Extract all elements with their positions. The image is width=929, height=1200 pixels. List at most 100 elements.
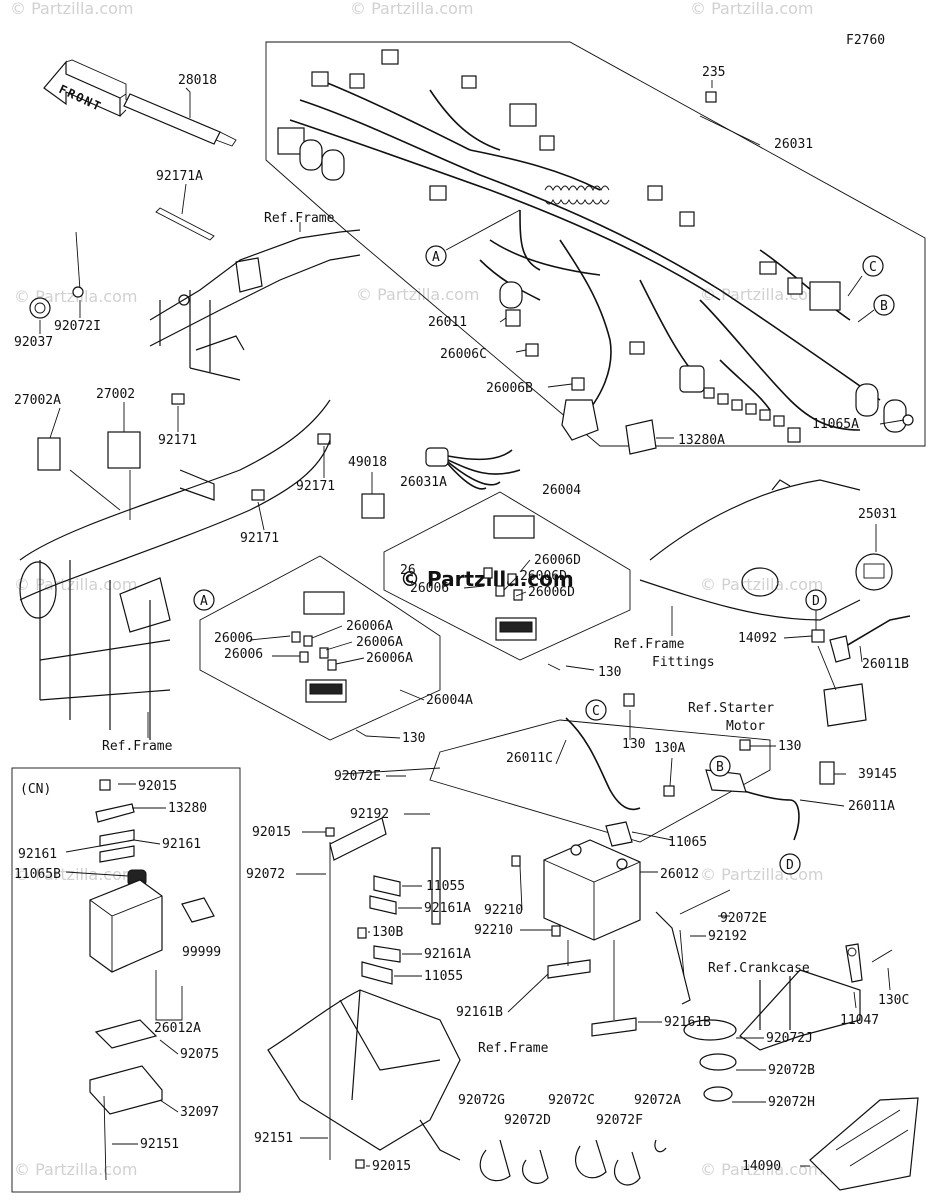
clamp-92072f bbox=[613, 1151, 641, 1186]
part-number: 92072E bbox=[720, 911, 767, 926]
tube-28018 bbox=[123, 93, 221, 145]
terminal-11065a bbox=[902, 414, 914, 426]
watermark: © Partzilla.com bbox=[700, 1160, 823, 1179]
gauge-25031 bbox=[855, 524, 893, 591]
connector bbox=[311, 71, 329, 87]
clip-92171 bbox=[317, 433, 331, 445]
part-number: 92161A bbox=[424, 947, 471, 962]
cn-label: (CN) bbox=[20, 782, 51, 797]
bolt-130 bbox=[623, 693, 635, 707]
clip-92171 bbox=[251, 489, 265, 501]
crankcase-drawing bbox=[739, 943, 893, 1051]
svg-text:A: A bbox=[432, 250, 440, 265]
svg-text:C: C bbox=[592, 704, 600, 719]
strap-92171a bbox=[155, 207, 215, 241]
part-number: 92192 bbox=[350, 807, 389, 822]
svg-text:B: B bbox=[880, 299, 888, 314]
bolt-235 bbox=[705, 91, 717, 103]
frame-fittings-drawing bbox=[639, 479, 861, 636]
callout-d: D bbox=[779, 853, 801, 875]
part-number: 92015 bbox=[252, 825, 291, 840]
battery-26012a bbox=[89, 879, 163, 973]
fuse-26006b bbox=[571, 377, 585, 391]
pad-92161a bbox=[369, 895, 397, 915]
pad-92161 bbox=[99, 829, 135, 847]
connector-row bbox=[703, 387, 801, 443]
part-number: 26006C bbox=[440, 347, 487, 362]
part-number: 92161B bbox=[664, 1015, 711, 1030]
fuse-box-cover bbox=[493, 515, 535, 539]
callout-d: D bbox=[805, 589, 827, 611]
connector bbox=[509, 103, 537, 127]
part-number: 26011 bbox=[428, 315, 467, 330]
part-number: 26004 bbox=[542, 483, 581, 498]
part-number: 26006A bbox=[366, 651, 413, 666]
part-number: 92072E bbox=[334, 769, 381, 784]
pad-92161b bbox=[547, 959, 591, 979]
starter-relay bbox=[823, 683, 867, 727]
part-number: 39145 bbox=[858, 767, 897, 782]
connector bbox=[461, 75, 477, 89]
watermark: © Partzilla.com bbox=[700, 285, 823, 304]
pad-11055 bbox=[373, 875, 401, 897]
band-92072j bbox=[683, 1019, 737, 1041]
part-number: 28018 bbox=[178, 73, 217, 88]
part-number: 26012 bbox=[660, 867, 699, 882]
relay-27002 bbox=[107, 431, 141, 469]
cable-26011c bbox=[565, 717, 641, 811]
part-number: 92210 bbox=[474, 923, 513, 938]
frame-drawing-top bbox=[149, 222, 361, 381]
connector-large bbox=[809, 281, 841, 311]
part-number: 26031A bbox=[400, 475, 447, 490]
top-left-parts bbox=[29, 87, 331, 531]
relay-27002a bbox=[37, 437, 61, 471]
part-number: 11065A bbox=[812, 417, 859, 432]
nut-130 bbox=[739, 739, 751, 751]
part-number: 92072 bbox=[246, 867, 285, 882]
part-number: 14090 bbox=[742, 1159, 781, 1174]
part-number: 26006A bbox=[356, 635, 403, 650]
part-number: 92161 bbox=[162, 837, 201, 852]
part-number: 49018 bbox=[348, 455, 387, 470]
part-number-labels: 28018 92171A 92072I 92037 27002A 27002 9… bbox=[14, 65, 909, 1174]
tie-92072i bbox=[75, 231, 81, 291]
part-number: 92171 bbox=[240, 531, 279, 546]
part-number: 11055 bbox=[426, 879, 465, 894]
part-number: 92171 bbox=[158, 433, 197, 448]
part-number: 26006B bbox=[486, 381, 533, 396]
watermark: © Partzilla.com bbox=[14, 575, 137, 594]
part-number: 26006D bbox=[534, 553, 581, 568]
part-number: 92015 bbox=[372, 1159, 411, 1174]
connector bbox=[787, 277, 803, 295]
band-92072b bbox=[699, 1053, 737, 1071]
part-number: 26006A bbox=[346, 619, 393, 634]
ref-starter-label: Ref.Starter bbox=[688, 701, 774, 716]
fuse-26006c bbox=[525, 343, 539, 357]
bracket-11047 bbox=[845, 943, 863, 983]
ref-frame-label: Ref.Frame bbox=[102, 739, 173, 754]
part-number: 11065B bbox=[14, 867, 61, 882]
part-number: 92161 bbox=[18, 847, 57, 862]
watermark: © Partzilla.com bbox=[10, 0, 133, 18]
bolt-92210 bbox=[551, 925, 561, 937]
tie-92072e bbox=[341, 767, 441, 775]
pad-92075 bbox=[94, 1019, 158, 1049]
clamp-92072c bbox=[574, 1139, 607, 1179]
pad-92161b bbox=[591, 1017, 637, 1037]
frame-drawing-left bbox=[19, 399, 331, 740]
clamp-parts bbox=[479, 1019, 919, 1191]
watermark: © Partzilla.com bbox=[690, 0, 813, 18]
starter-parts bbox=[811, 606, 911, 727]
part-number: 92210 bbox=[484, 903, 523, 918]
plate-13280 bbox=[95, 803, 135, 823]
clamp-92072d bbox=[521, 1149, 549, 1184]
clamp-92072g bbox=[479, 1139, 511, 1182]
tray-32097 bbox=[89, 1065, 163, 1115]
cn-inset-frame bbox=[11, 767, 241, 1193]
main-harness-group bbox=[265, 41, 926, 455]
battery-tray-frame bbox=[267, 767, 731, 1169]
connector-round bbox=[321, 149, 345, 181]
sub-harness-26031a bbox=[425, 447, 521, 490]
cover-11065 bbox=[605, 821, 633, 847]
fuse-box-26004-group bbox=[383, 491, 631, 671]
